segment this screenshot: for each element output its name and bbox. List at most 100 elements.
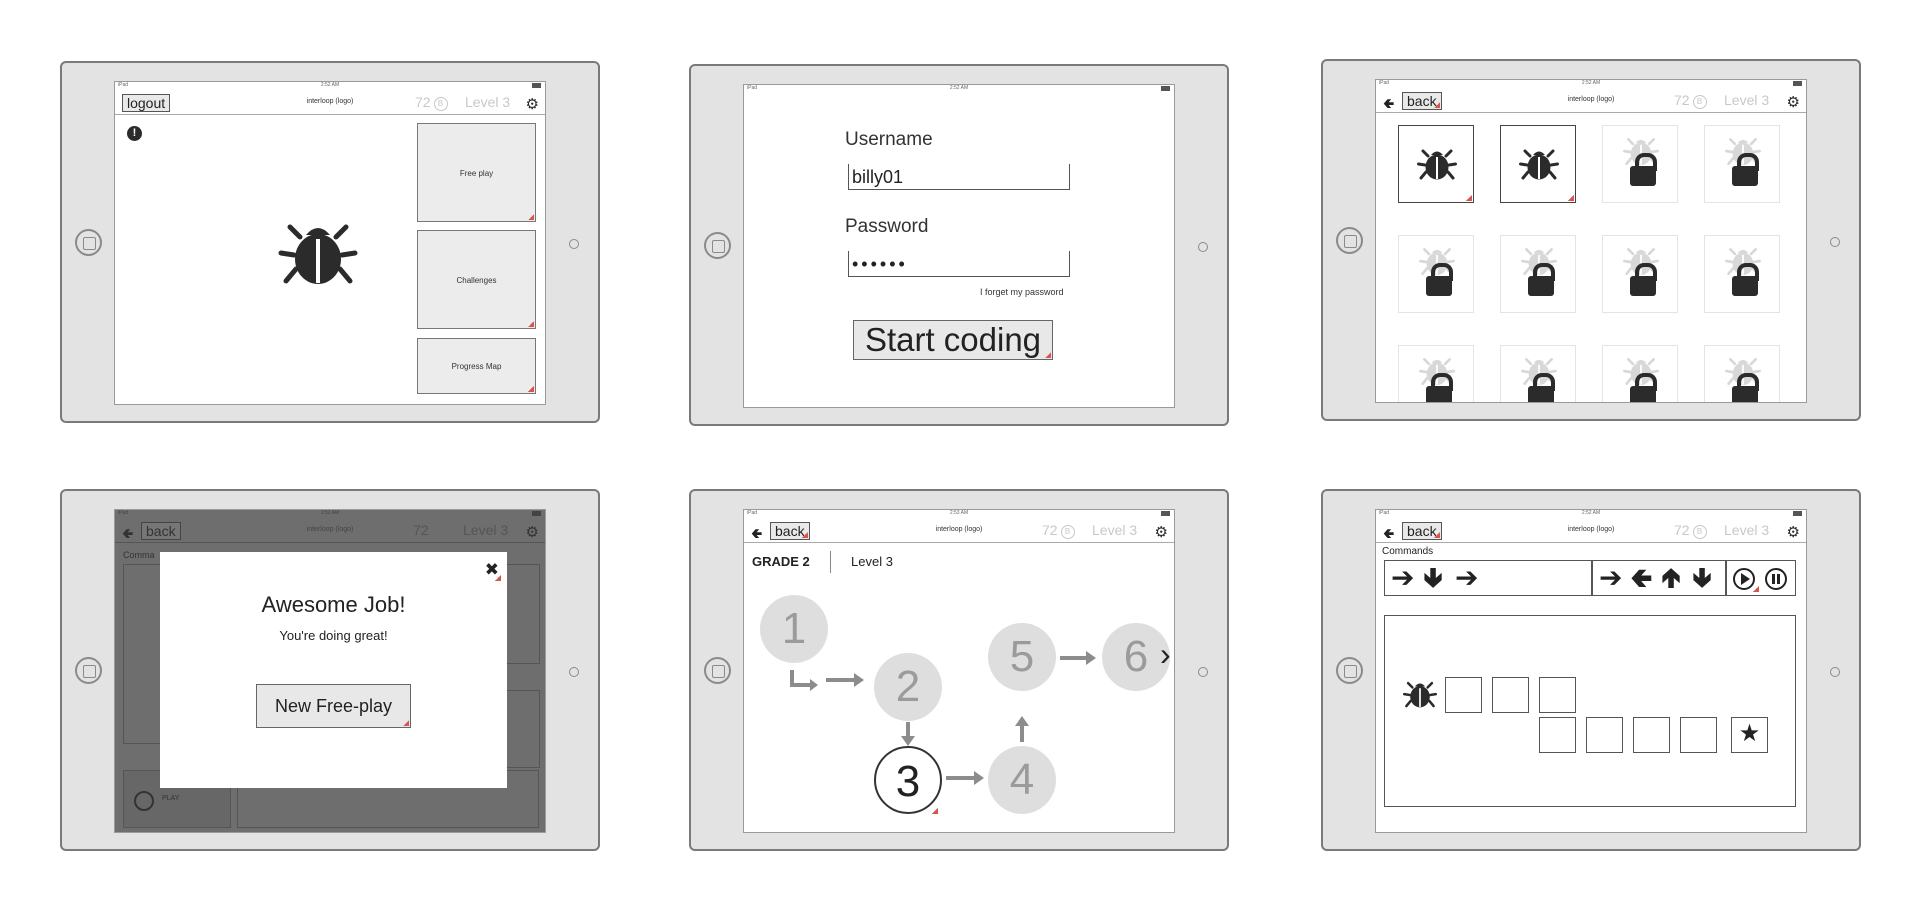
- free-play-button[interactable]: Free play: [417, 123, 536, 222]
- close-icon[interactable]: ✖: [484, 560, 501, 581]
- challenge-unlocked[interactable]: [1500, 125, 1576, 203]
- logout-button[interactable]: logout: [122, 94, 171, 112]
- link-marker: [528, 321, 534, 327]
- path-arrows: [790, 651, 1096, 785]
- alert-icon[interactable]: !: [127, 126, 142, 141]
- modal-dialog: ✖ Awesome Job! You're doing great! New F…: [160, 552, 507, 788]
- logo: interloop (logo): [935, 526, 983, 533]
- forgot-password-link[interactable]: I forget my password: [980, 287, 1064, 297]
- link-marker: [1753, 586, 1759, 592]
- start-coding-button[interactable]: Start coding: [853, 320, 1053, 360]
- down-arrow-icon[interactable]: 🢃: [1423, 562, 1444, 593]
- gear-icon: ⚙: [525, 524, 539, 541]
- board-tile: [1633, 717, 1670, 753]
- grade-label: GRADE 2: [752, 554, 810, 569]
- link-marker: [495, 575, 501, 581]
- gear-icon[interactable]: ⚙: [1154, 524, 1168, 541]
- back-arrow-icon[interactable]: 🢀: [751, 525, 763, 541]
- link-marker: [1466, 195, 1472, 201]
- home-button[interactable]: [704, 232, 731, 259]
- challenge-unlocked[interactable]: [1398, 125, 1474, 203]
- level-node-5[interactable]: 5: [988, 623, 1056, 691]
- goal-tile: ★: [1731, 717, 1768, 753]
- gear-icon[interactable]: ⚙: [1786, 94, 1800, 111]
- back-button[interactable]: back: [770, 522, 810, 540]
- lock-icon: [1528, 373, 1555, 402]
- back-arrow-icon[interactable]: 🢀: [1383, 95, 1395, 111]
- battery-icon: [1161, 86, 1170, 91]
- password-field[interactable]: ••••••: [848, 251, 1070, 277]
- gear-icon[interactable]: ⚙: [1786, 524, 1800, 541]
- battery-icon: [1793, 81, 1802, 86]
- lock-icon: [1732, 153, 1759, 186]
- username-field[interactable]: billy01: [848, 164, 1070, 190]
- level-label: Level 3: [463, 522, 509, 538]
- right-arrow-icon[interactable]: ➔: [1391, 562, 1415, 593]
- right-arrow-icon[interactable]: ➔: [1599, 562, 1623, 593]
- new-free-play-button[interactable]: New Free-play: [256, 684, 411, 728]
- bug-icon: [1403, 681, 1437, 708]
- challenge-locked: [1704, 235, 1780, 313]
- gear-icon[interactable]: ⚙: [525, 96, 539, 113]
- lock-icon: [1528, 263, 1555, 296]
- camera: [569, 667, 579, 677]
- home-button[interactable]: [1336, 227, 1363, 254]
- play-icon[interactable]: [1733, 568, 1759, 592]
- link-marker: [403, 720, 409, 726]
- up-arrow-icon[interactable]: 🢁: [1661, 562, 1682, 593]
- bug-icon: [1417, 145, 1457, 190]
- camera: [1830, 667, 1840, 677]
- back-button[interactable]: back: [1402, 92, 1442, 110]
- board-tile: [1539, 717, 1576, 753]
- lock-icon: [1732, 263, 1759, 296]
- challenge-locked: [1704, 125, 1780, 203]
- back-button[interactable]: back: [1402, 522, 1442, 540]
- password-label: Password: [845, 216, 929, 237]
- challenge-locked: [1500, 235, 1576, 313]
- camera: [1198, 667, 1208, 677]
- username-label: Username: [845, 129, 933, 150]
- board-tile: [1445, 677, 1482, 713]
- challenges-button[interactable]: Challenges: [417, 230, 536, 329]
- modal-title: Awesome Job!: [261, 592, 406, 617]
- board-tile: [1586, 717, 1623, 753]
- progress-map-button[interactable]: Progress Map: [417, 338, 536, 394]
- home-button[interactable]: [1336, 657, 1363, 684]
- level-node-2[interactable]: 2: [874, 653, 942, 721]
- camera: [1198, 242, 1208, 252]
- pause-icon[interactable]: [1765, 568, 1787, 590]
- next-arrow-icon[interactable]: ›: [1160, 636, 1171, 672]
- back-arrow-icon[interactable]: 🢀: [1383, 525, 1395, 541]
- right-arrow-icon[interactable]: ➔: [1455, 562, 1479, 593]
- back-button: back: [141, 522, 181, 540]
- level-node-3[interactable]: 3: [874, 746, 942, 814]
- commands-label: Commands: [1382, 546, 1434, 557]
- logo: interloop (logo): [1567, 526, 1615, 533]
- level-node-4[interactable]: 4: [988, 746, 1056, 814]
- home-button[interactable]: [704, 657, 731, 684]
- down-arrow-icon[interactable]: 🢃: [1692, 562, 1713, 593]
- battery-icon: [532, 83, 541, 88]
- level-node-1[interactable]: 1: [760, 595, 828, 663]
- command-palette: ➔ 🢀 🢁 🢃: [1592, 560, 1726, 596]
- level-heading: Level 3: [851, 554, 893, 569]
- home-button[interactable]: [75, 229, 102, 256]
- left-arrow-icon[interactable]: 🢀: [1630, 562, 1653, 593]
- level-node-6[interactable]: 6: [1102, 623, 1170, 691]
- home-button[interactable]: [75, 657, 102, 684]
- lock-icon: [1426, 373, 1453, 402]
- link-marker: [932, 808, 938, 814]
- bg-commands-label: Comma: [123, 550, 155, 560]
